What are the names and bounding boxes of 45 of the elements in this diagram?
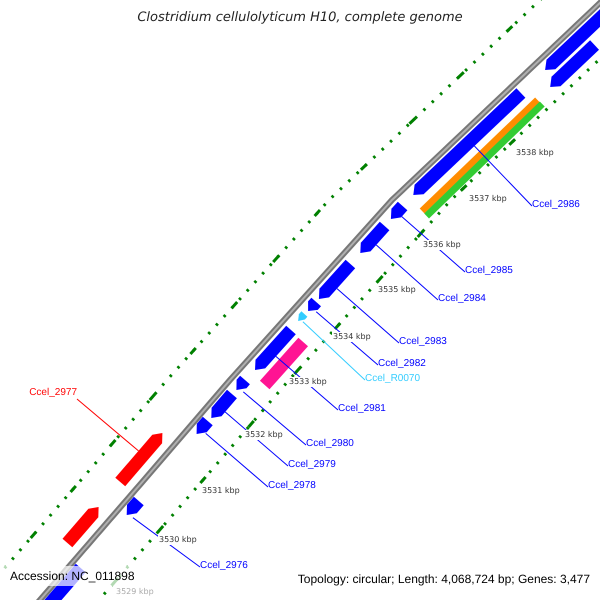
gene-feature <box>126 496 144 515</box>
gene-feature <box>390 202 408 219</box>
gene-label: Ccel_2985 <box>465 265 513 277</box>
gene-label: Ccel_2976 <box>200 560 248 572</box>
kbp-tick-label: 3536 kbp <box>422 240 462 250</box>
map-title: Clostridium cellulolyticum H10, complete genome <box>137 9 463 27</box>
leader-line <box>76 398 139 452</box>
gene-feature <box>62 507 99 548</box>
leader-line <box>376 244 438 300</box>
genome-summary-text: Topology: circular; Length: 4,068,724 bp; Genes: 3,477 <box>298 571 590 587</box>
kbp-tick-label: 3534 kbp <box>332 332 372 342</box>
kbp-tick-label: 3530 kbp <box>158 535 198 545</box>
kbp-tick-label: 3533 kbp <box>288 377 328 387</box>
kbp-tick-label: 3529 kbp <box>115 587 155 597</box>
kbp-tick-label: 3532 kbp <box>244 430 284 440</box>
gene-label: Ccel_2981 <box>338 403 386 415</box>
gene-label: Ccel_2984 <box>438 293 486 305</box>
leader-line <box>474 146 532 206</box>
gene-label: Ccel_2986 <box>532 199 580 211</box>
gene-feature <box>360 222 390 253</box>
gene-label: Ccel_2983 <box>399 336 447 348</box>
leader-line <box>336 288 400 344</box>
gene-feature <box>318 260 356 299</box>
gene-feature <box>115 433 162 486</box>
leader-line <box>242 391 306 446</box>
gene-label: Ccel_2978 <box>268 480 316 492</box>
gene-feature <box>550 40 599 87</box>
gene-feature <box>255 326 296 370</box>
gene-feature <box>260 338 308 390</box>
leader-line <box>205 432 268 488</box>
kbp-tick-label: 3538 kbp <box>515 148 555 158</box>
gene-label: Ccel_R0070 <box>365 373 420 385</box>
gene-label: Ccel_2977 <box>29 387 77 399</box>
gene-label: Ccel_2979 <box>288 459 336 471</box>
gene-feature <box>211 390 237 418</box>
kbp-tick-label: 3535 kbp <box>377 285 417 295</box>
gene-label: Ccel_2980 <box>306 438 354 450</box>
kbp-tick-label: 3537 kbp <box>468 194 508 204</box>
gene-label: Ccel_2982 <box>378 358 426 370</box>
gene-feature <box>236 376 250 390</box>
gene-feature <box>196 416 213 434</box>
kbp-tick-label: 3531 kbp <box>201 486 241 496</box>
gene-feature <box>298 311 308 321</box>
leader-line <box>302 321 366 380</box>
gene-feature <box>308 298 321 311</box>
